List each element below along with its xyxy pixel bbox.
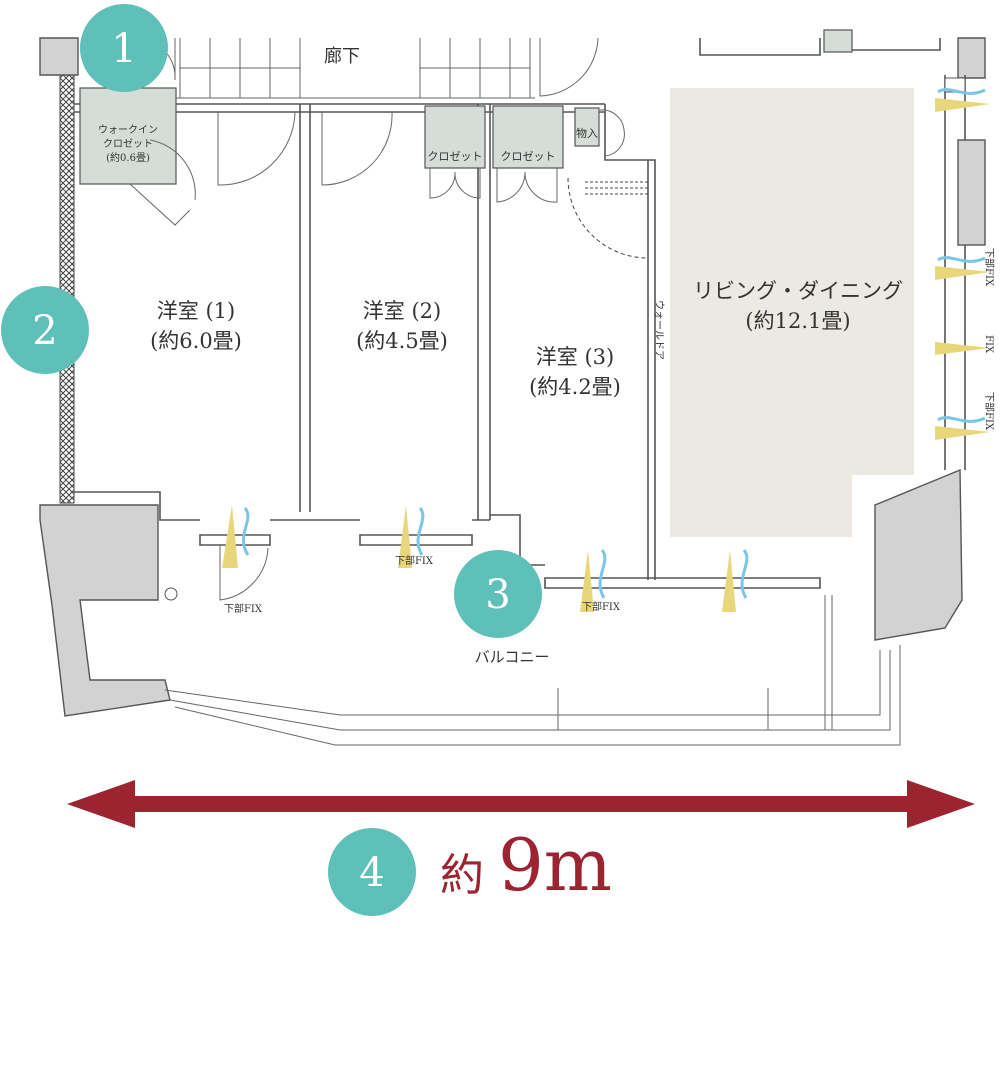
western-room-1-size: (約6.0畳) [150, 329, 242, 353]
walk-in-closet-label-line-2: クロゼット [103, 138, 153, 150]
room-1-door [217, 111, 296, 186]
closet-2-box [492, 105, 564, 169]
room-2-door [321, 111, 393, 186]
closet-1-label: クロゼット [428, 150, 483, 163]
ventilation-indicators [222, 88, 990, 612]
lower-fix-label-2: 下部FIX [395, 554, 434, 567]
living-dining-size: (約12.1畳) [745, 309, 850, 333]
dimension-value: 9m [498, 823, 612, 907]
top-left-wall [39, 37, 79, 76]
walk-in-closet-label-line-1: ウォークイン [98, 124, 158, 136]
right-exterior-wall [957, 37, 986, 79]
marker-3: 3 [454, 550, 542, 638]
storage-door [599, 109, 625, 157]
closet-2-doors [496, 168, 558, 203]
corridor-label: 廊下 [324, 46, 360, 67]
balcony-label: バルコニー [475, 648, 550, 666]
left-exterior-wall [59, 74, 75, 504]
closet-1-doors [429, 168, 481, 199]
room-3-dash-lines [585, 181, 648, 195]
room-3-door-swing [567, 177, 649, 259]
western-room-2-size: (約4.5畳) [356, 329, 448, 353]
walk-in-closet-label-line-3: (約0.6畳) [106, 151, 150, 164]
marker-4: 4 [328, 828, 416, 916]
walk-in-closet-area [79, 87, 177, 185]
right-lower-fix-bottom: 下部FIX [983, 392, 996, 431]
closet-1-box [424, 105, 486, 169]
living-dining-name: リビング・ダイニング [693, 279, 903, 303]
right-lower-fix-top: 下部FIX [983, 248, 996, 287]
balcony-door-arc [219, 545, 269, 601]
svg-text:4: 4 [359, 850, 384, 896]
right-fix: FIX [983, 335, 994, 354]
balcony-posts [557, 595, 833, 730]
marker-1: 1 [80, 4, 168, 92]
right-window-pane-1 [957, 139, 986, 246]
dimension-prefix: 約 [440, 850, 484, 901]
living-dining-lower-area [670, 475, 852, 537]
balcony-rail-outer [164, 645, 901, 746]
wall-door-label: ウォールドア [653, 300, 665, 360]
top-right-wall [699, 38, 941, 56]
marker-2: 2 [1, 286, 89, 374]
balcony-right-wall [874, 468, 963, 641]
svg-text:3: 3 [485, 572, 510, 618]
dimension-arrow [67, 780, 975, 828]
closet-2-label: クロゼット [501, 150, 556, 163]
lower-fix-label-3: 下部FIX [582, 600, 621, 613]
walk-in-closet-door [129, 139, 196, 226]
western-room-3-name: 洋室 (3) [536, 345, 614, 369]
lower-fix-label-1: 下部FIX [224, 602, 263, 615]
corridor-door-right [539, 37, 599, 97]
storage-box [574, 107, 600, 147]
balcony-left-wall [39, 504, 171, 717]
drain-icon [164, 587, 178, 601]
storage-label: 物入 [576, 126, 598, 140]
living-dining-area [670, 88, 914, 475]
western-room-3-size: (約4.2畳) [529, 375, 621, 399]
svg-text:2: 2 [32, 308, 57, 354]
western-room-1-name: 洋室 (1) [157, 299, 235, 323]
western-room-2-name: 洋室 (2) [363, 299, 441, 323]
top-right-box [823, 29, 853, 53]
svg-text:1: 1 [111, 26, 136, 72]
